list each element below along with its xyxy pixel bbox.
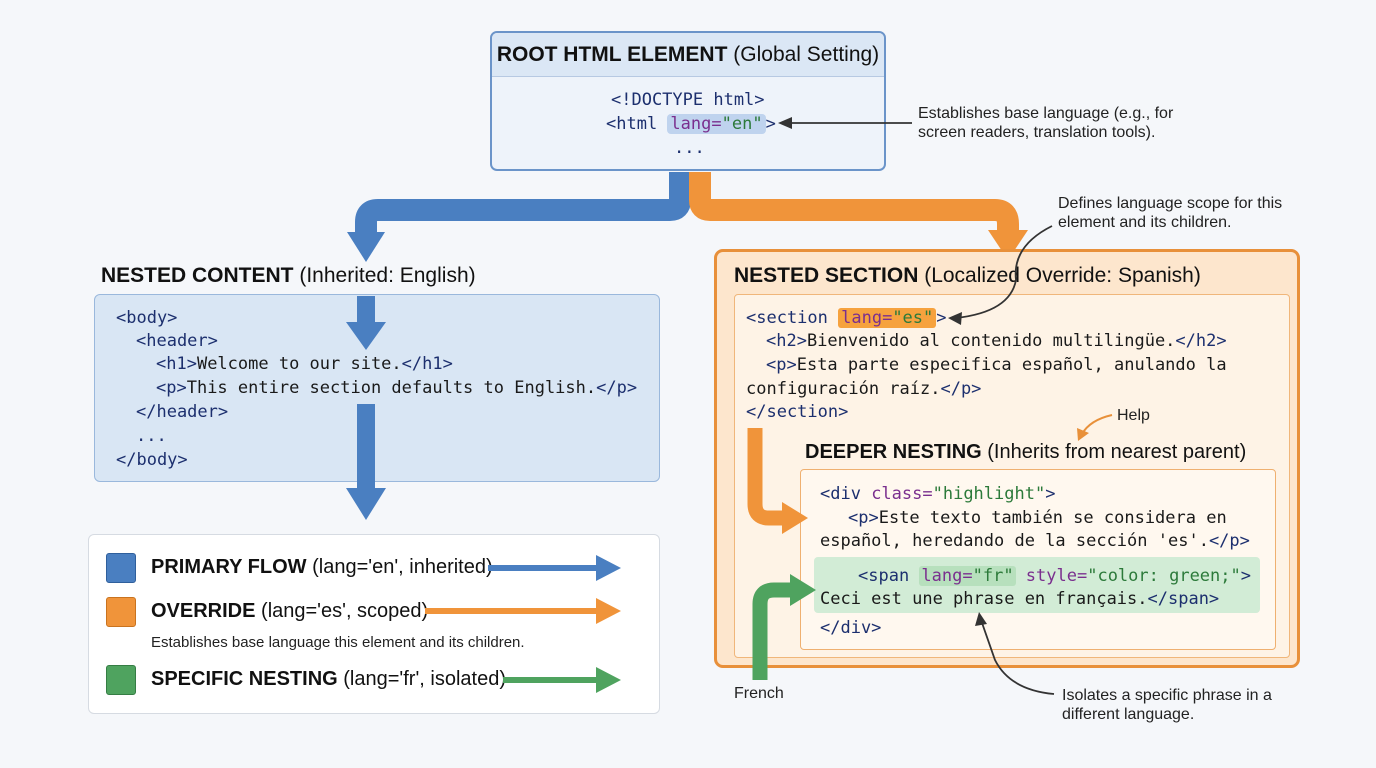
root-header: ROOT HTML ELEMENT (Global Setting) — [492, 33, 884, 77]
primary-flow-arrowhead — [347, 232, 385, 262]
section-p-line-2: configuración raíz.</p> — [746, 379, 982, 399]
header-open-line: <header> — [136, 331, 218, 351]
div-open-line: <div class="highlight"> — [820, 484, 1056, 504]
french-span-highlight — [814, 557, 1260, 613]
primary-flow-connector — [355, 172, 691, 238]
legend-specific-label: SPECIFIC NESTING (lang='fr', isolated) — [151, 668, 506, 690]
override-swatch — [106, 597, 136, 627]
nested-section-title: NESTED SECTION (Localized Override: Span… — [734, 264, 1201, 287]
root-code-line-3: ... — [674, 138, 705, 158]
root-title: ROOT HTML ELEMENT (Global Setting) — [496, 42, 880, 66]
span-text-line: Ceci est une phrase en français.</span> — [820, 589, 1220, 609]
legend-override-label: OVERRIDE (lang='es', scoped) — [151, 600, 429, 622]
help-label: Help — [1117, 407, 1150, 424]
legend — [88, 534, 660, 714]
root-code-line-2: <html lang="en"> — [606, 114, 776, 134]
isolate-note: Isolates a specific phrase in a differen… — [1062, 687, 1272, 723]
section-p-line-1: <p>Esta parte especifica español, anulan… — [766, 355, 1227, 375]
legend-override-note: Establishes base language this element a… — [151, 634, 525, 651]
p-line: <p>This entire section defaults to Engli… — [156, 378, 638, 398]
ellipsis-line: ... — [136, 426, 167, 446]
h2-line: <h2>Bienvenido al contenido multilingüe.… — [766, 331, 1227, 351]
primary-swatch — [106, 553, 136, 583]
body-close-line: </body> — [116, 450, 188, 470]
root-note: Establishes base language (e.g., for scr… — [918, 105, 1174, 141]
h1-line: <h1>Welcome to our site.</h1> — [156, 354, 453, 374]
body-open-line: <body> — [116, 308, 178, 328]
section-close-line: </section> — [746, 402, 849, 422]
section-open-line: <section lang="es"> — [746, 308, 947, 328]
specific-swatch — [106, 665, 136, 695]
specific-nesting-arrow — [752, 582, 792, 680]
root-html-element-box: ROOT HTML ELEMENT (Global Setting) — [490, 31, 886, 171]
root-code-line-1: <!DOCTYPE html> — [611, 90, 765, 110]
span-open-line: <span lang="fr" style="color: green;"> — [858, 566, 1251, 586]
div-close-line: </div> — [820, 618, 882, 638]
deeper-p-line-2: español, heredando de la sección 'es'.</… — [820, 531, 1250, 551]
override-to-deeper-arrow — [747, 428, 785, 526]
header-close-line: </header> — [136, 402, 229, 422]
legend-primary-label: PRIMARY FLOW (lang='en', inherited) — [151, 556, 493, 578]
deeper-nesting-title: DEEPER NESTING (Inherits from nearest pa… — [805, 441, 1247, 463]
nested-content-title: NESTED CONTENT (Inherited: English) — [101, 264, 476, 287]
override-flow-connector — [689, 172, 1019, 236]
scope-note: Defines language scope for this element … — [1058, 195, 1283, 231]
deeper-p-line-1: <p>Este texto también se considera en — [848, 508, 1227, 528]
override-flow-arrowhead — [988, 230, 1028, 260]
french-label: French — [734, 685, 784, 702]
